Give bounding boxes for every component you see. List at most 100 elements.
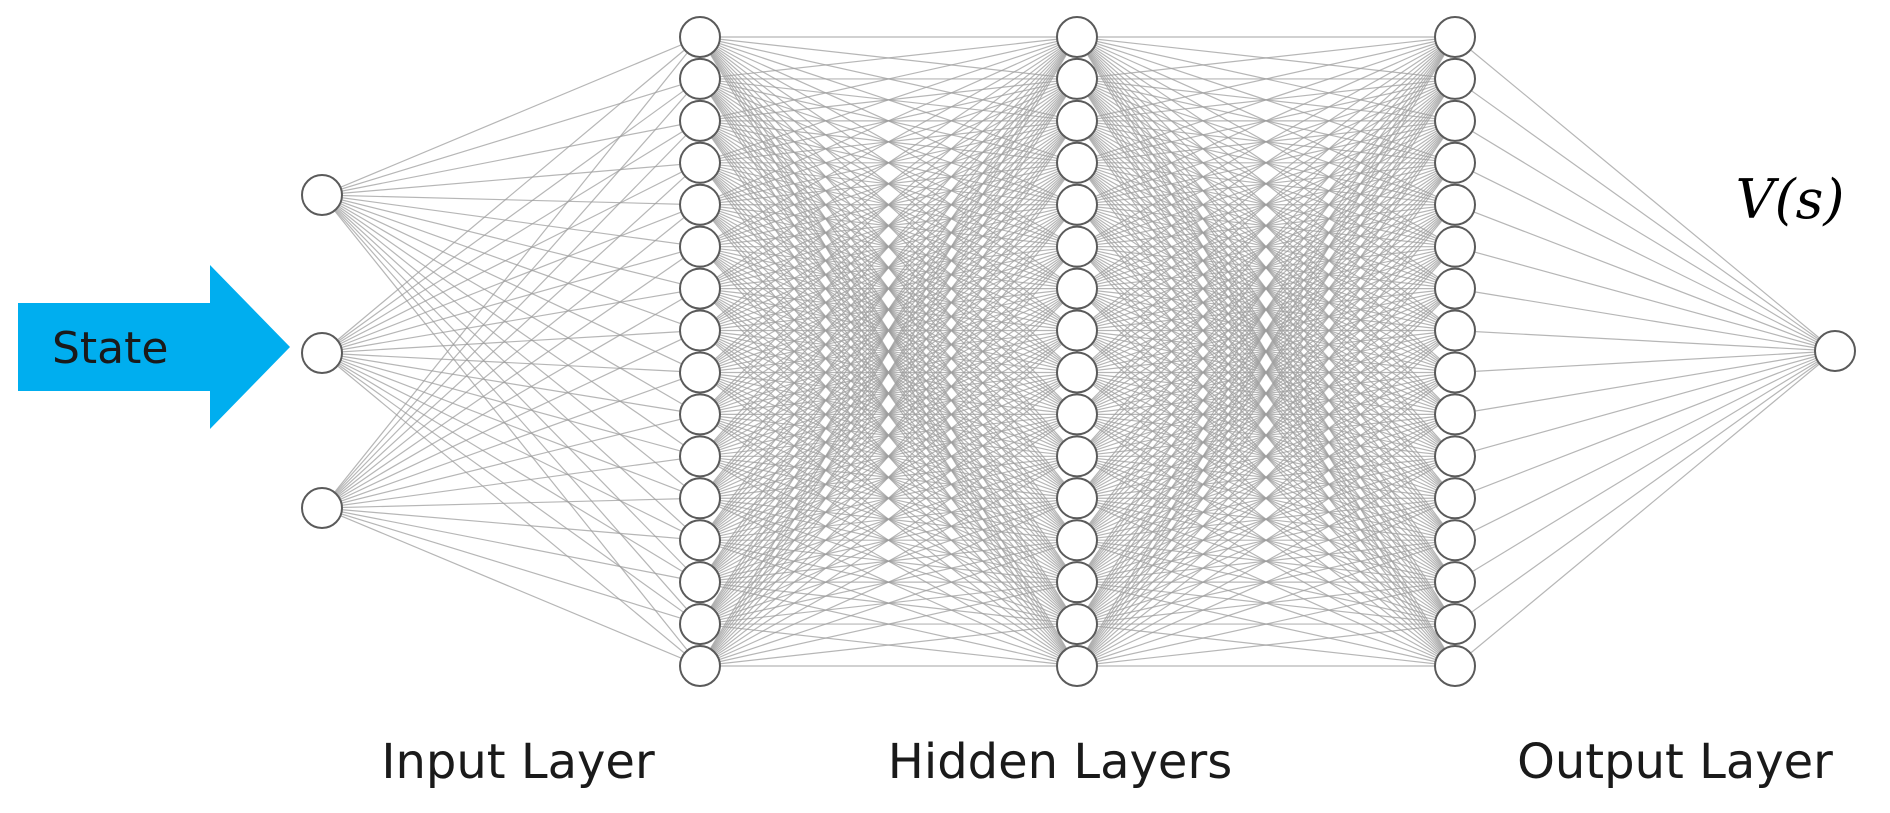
edge-l1-15-10 <box>699 455 1078 667</box>
edge-l3-1-0 <box>1454 78 1836 352</box>
edge-l0-0-7 <box>321 194 701 332</box>
neuron-layer1-11 <box>679 477 721 520</box>
edge-l3-12-0 <box>1454 350 1836 541</box>
neuron-layer1-8 <box>679 351 721 394</box>
edge-l0-0-14 <box>321 194 701 625</box>
edge-l1-15-6 <box>699 288 1078 667</box>
edge-l0-2-14 <box>321 507 701 625</box>
edge-l0-1-3 <box>321 162 701 354</box>
edge-l0-1-7 <box>321 329 701 354</box>
connections <box>321 36 1836 667</box>
edge-l1-15-0 <box>699 36 1078 667</box>
edge-l0-1-15 <box>321 352 701 667</box>
edge-l0-1-4 <box>321 204 701 354</box>
neuron-layer2-13 <box>1056 561 1098 604</box>
edge-l2-13-0 <box>1076 36 1456 583</box>
neuron-layer3-11 <box>1434 477 1476 520</box>
edge-l2-15-1 <box>1076 78 1456 667</box>
neuron-layer3-8 <box>1434 351 1476 394</box>
edge-l0-0-1 <box>321 78 701 196</box>
edge-l0-0-0 <box>321 36 701 196</box>
edge-l2-15-7 <box>1076 330 1456 667</box>
edge-l2-15-6 <box>1076 288 1456 667</box>
edge-l0-1-1 <box>321 78 701 354</box>
edge-l2-1-0 <box>1076 36 1456 80</box>
edge-l1-1-0 <box>699 36 1078 80</box>
edge-l0-1-6 <box>321 288 701 354</box>
neuron-layer1-6 <box>679 267 721 310</box>
edge-l2-15-8 <box>1076 371 1456 667</box>
edge-l2-15-9 <box>1076 413 1456 667</box>
neuron-layer1-15 <box>679 645 721 687</box>
edge-l2-5-0 <box>1076 36 1456 248</box>
edge-l2-15-0 <box>1076 36 1456 667</box>
edge-l0-2-9 <box>321 413 701 509</box>
edge-l0-1-11 <box>321 352 701 499</box>
neuron-layer3-9 <box>1434 393 1476 436</box>
edge-l0-2-4 <box>321 204 701 509</box>
state-arrow: State <box>18 265 290 429</box>
neuron-layer2-7 <box>1056 309 1098 352</box>
edge-l0-1-13 <box>321 352 701 583</box>
neuron-layer1-7 <box>679 309 721 352</box>
edge-l3-3-0 <box>1454 162 1836 352</box>
edge-l0-0-9 <box>321 194 701 415</box>
neuron-layer1-10 <box>679 435 721 478</box>
neuron-layer1-4 <box>679 183 721 226</box>
output-value-label: V(s) <box>1736 168 1845 231</box>
neuron-layer3-7 <box>1434 309 1476 352</box>
edge-l0-1-14 <box>321 352 701 625</box>
edge-l3-7-0 <box>1454 329 1836 352</box>
edge-l0-2-11 <box>321 497 701 509</box>
edge-l2-8-0 <box>1076 36 1456 373</box>
edge-l3-11-0 <box>1454 350 1836 499</box>
edge-l0-2-7 <box>321 329 701 509</box>
edge-l0-1-10 <box>321 352 701 457</box>
edge-l2-14-0 <box>1076 36 1456 625</box>
neuron-layer3-13 <box>1434 561 1476 604</box>
edge-l0-0-4 <box>321 194 701 206</box>
edge-l0-0-13 <box>321 194 701 583</box>
neuron-layer2-8 <box>1056 351 1098 394</box>
edge-l1-15-4 <box>699 204 1078 667</box>
edge-l2-15-2 <box>1076 120 1456 667</box>
neuron-layer3-10 <box>1434 435 1476 478</box>
edge-l0-0-10 <box>321 194 701 457</box>
edge-l3-9-0 <box>1454 350 1836 415</box>
neuron-layer3-14 <box>1434 603 1476 646</box>
edge-l2-15-14 <box>1076 623 1456 667</box>
edge-l2-9-0 <box>1076 36 1456 415</box>
neuron-layer0-1 <box>301 332 343 374</box>
edge-l2-15-12 <box>1076 539 1456 667</box>
edge-l1-15-2 <box>699 120 1078 667</box>
edge-l0-2-15 <box>321 507 701 667</box>
output-layer-label: Output Layer <box>1517 734 1833 790</box>
edge-l0-0-5 <box>321 194 701 248</box>
edge-l1-15-13 <box>699 581 1078 667</box>
edge-l1-15-12 <box>699 539 1078 667</box>
edge-l2-15-10 <box>1076 455 1456 667</box>
edge-l0-0-8 <box>321 194 701 374</box>
neuron-layer2-9 <box>1056 393 1098 436</box>
edge-l0-1-9 <box>321 352 701 415</box>
state-arrow-label: State <box>52 323 168 374</box>
neuron-layer1-3 <box>679 141 721 184</box>
neuron-layer1-0 <box>679 16 721 58</box>
edge-l0-2-13 <box>321 507 701 583</box>
edge-l1-9-0 <box>699 36 1078 415</box>
edge-l0-2-2 <box>321 120 701 509</box>
neuron-layer1-14 <box>679 603 721 646</box>
edge-l3-5-0 <box>1454 246 1836 352</box>
edge-l2-15-13 <box>1076 581 1456 667</box>
neurons <box>301 16 1856 687</box>
neuron-layer4-0 <box>1814 330 1856 372</box>
edge-l0-2-10 <box>321 455 701 509</box>
edge-l0-0-6 <box>321 194 701 290</box>
edge-l2-6-0 <box>1076 36 1456 290</box>
edge-l1-2-0 <box>699 36 1078 122</box>
neuron-layer3-6 <box>1434 267 1476 310</box>
edge-l1-15-5 <box>699 246 1078 667</box>
edge-l0-1-5 <box>321 246 701 354</box>
edge-l2-15-4 <box>1076 204 1456 667</box>
edge-l0-1-8 <box>321 352 701 374</box>
